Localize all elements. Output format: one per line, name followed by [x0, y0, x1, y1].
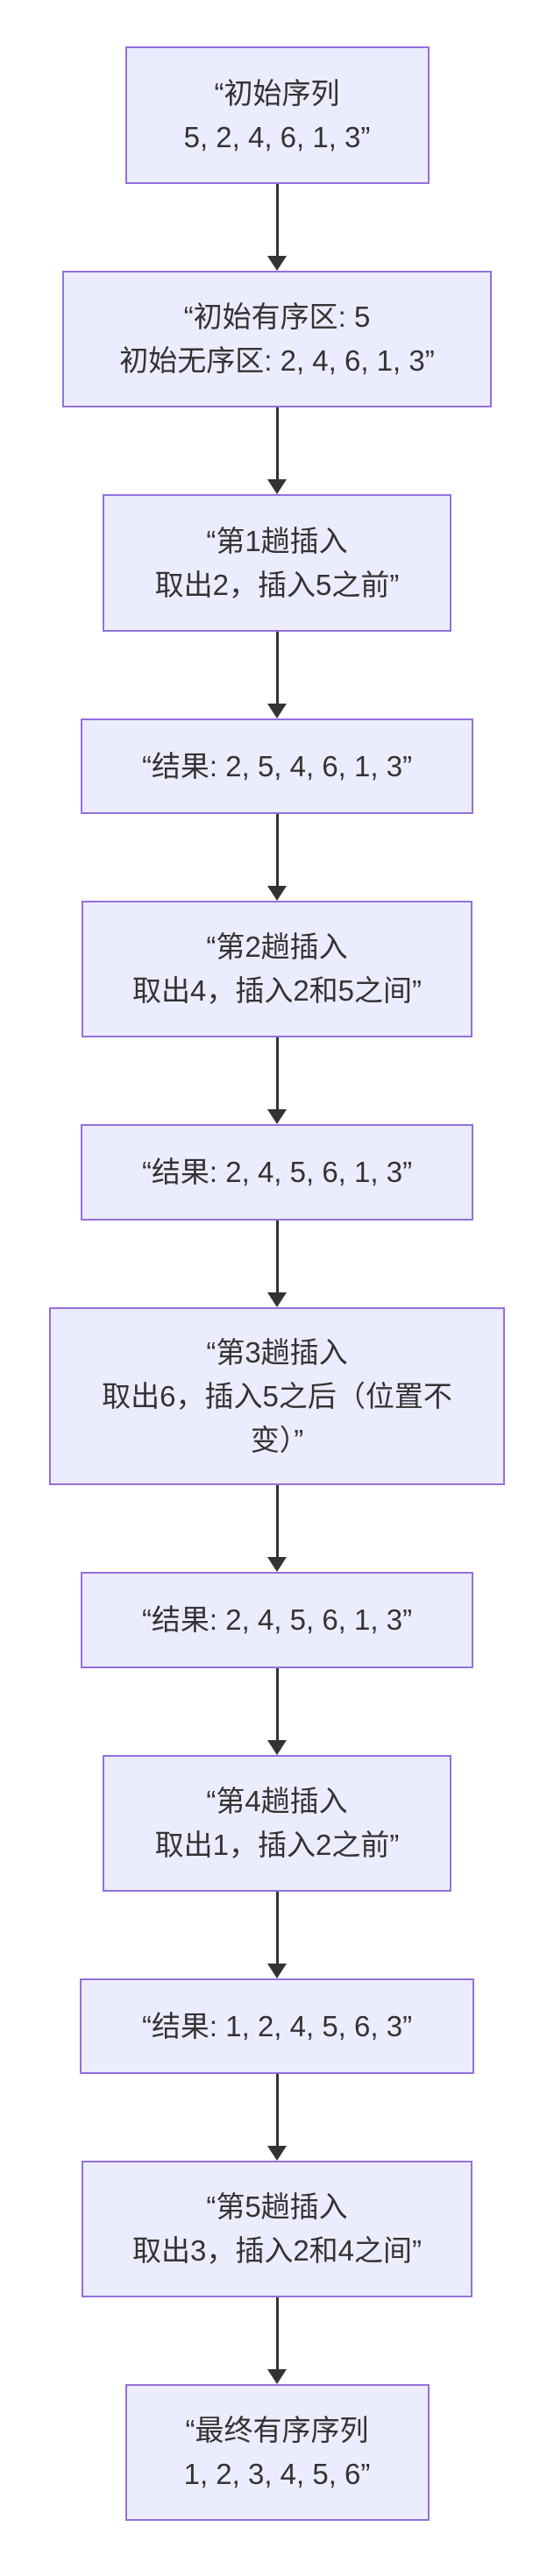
- arrow-line: [275, 814, 279, 886]
- arrow-line: [275, 184, 279, 256]
- node-text-line: “结果: 2, 4, 5, 6, 1, 3”: [141, 1156, 413, 1188]
- node-text-line: 变）”: [250, 1423, 304, 1456]
- node-text-line: “最终有序序列: [185, 2414, 369, 2446]
- node-text-line: “第3趟插入: [206, 1335, 348, 1369]
- arrow-connector: [267, 1485, 287, 1572]
- node-text-line: 取出3，插入2和4之间”: [131, 2234, 423, 2267]
- arrow-line: [275, 1668, 279, 1740]
- node-text-line: 取出2，插入5之前”: [154, 568, 400, 601]
- node-result-2: “结果: 2, 4, 5, 6, 1, 3”: [81, 1124, 473, 1221]
- arrowhead-icon: [267, 479, 287, 494]
- arrow-line: [275, 407, 279, 479]
- arrow-line: [275, 632, 279, 704]
- node-result-1: “结果: 2, 5, 4, 6, 1, 3”: [81, 718, 473, 814]
- arrowhead-icon: [267, 1557, 287, 1572]
- arrow-connector: [267, 1668, 287, 1755]
- arrow-line: [275, 1037, 279, 1109]
- arrow-connector: [267, 1892, 287, 1978]
- node-pass-5: “第5趟插入 取出3，插入2和4之间”: [82, 2161, 472, 2297]
- node-pass-3: “第3趟插入 取出6，插入5之后（位置不 变）”: [49, 1307, 505, 1485]
- node-pass-1: “第1趟插入 取出2，插入5之前”: [103, 494, 451, 632]
- arrowhead-icon: [267, 256, 287, 271]
- node-text-line: “第1趟插入: [206, 524, 348, 557]
- node-text-line: 取出4，插入2和5之间”: [131, 974, 423, 1007]
- arrow-connector: [267, 1037, 287, 1124]
- arrow-connector: [267, 2074, 287, 2161]
- arrow-line: [275, 2074, 279, 2146]
- node-text-line: “初始有序区: 5: [183, 301, 371, 333]
- arrow-line: [275, 1221, 279, 1292]
- node-text-line: “第5趟插入: [206, 2190, 348, 2223]
- arrow-connector: [267, 1221, 287, 1307]
- arrowhead-icon: [267, 886, 287, 901]
- node-text-line: “初始序列: [214, 76, 340, 110]
- node-text-line: “结果: 1, 2, 4, 5, 6, 3”: [141, 2009, 413, 2042]
- arrow-connector: [267, 814, 287, 901]
- node-text-line: 初始无序区: 2, 4, 6, 1, 3”: [119, 344, 435, 377]
- arrowhead-icon: [267, 2369, 287, 2384]
- node-text-line: “第2趟插入: [206, 931, 348, 963]
- node-text-line: “第4趟插入: [206, 1785, 348, 1817]
- arrowhead-icon: [267, 1109, 287, 1124]
- node-result-3: “结果: 2, 4, 5, 6, 1, 3”: [81, 1572, 473, 1668]
- node-final-sequence: “最终有序序列 1, 2, 3, 4, 5, 6”: [124, 2384, 430, 2521]
- arrowhead-icon: [267, 1740, 287, 1755]
- node-result-4: “结果: 1, 2, 4, 5, 6, 3”: [80, 1978, 474, 2074]
- arrow-line: [275, 1485, 279, 1557]
- node-pass-2: “第2趟插入 取出4，插入2和5之间”: [82, 901, 472, 1037]
- node-initial-partitions: “初始有序区: 5 初始无序区: 2, 4, 6, 1, 3”: [62, 271, 492, 407]
- arrowhead-icon: [267, 704, 287, 718]
- arrowhead-icon: [267, 1964, 287, 1978]
- node-text-line: 取出6，插入5之后（位置不: [102, 1379, 452, 1412]
- node-text-line: 取出1，插入2之前”: [154, 1829, 400, 1861]
- arrow-line: [275, 1892, 279, 1964]
- node-pass-4: “第4趟插入 取出1，插入2之前”: [103, 1755, 451, 1892]
- node-text-line: 1, 2, 3, 4, 5, 6”: [183, 2458, 371, 2490]
- arrowhead-icon: [267, 1292, 287, 1307]
- arrow-line: [275, 2297, 279, 2369]
- node-text-line: “结果: 2, 5, 4, 6, 1, 3”: [141, 749, 413, 782]
- arrow-connector: [267, 184, 287, 271]
- node-initial-sequence: “初始序列 5, 2, 4, 6, 1, 3”: [124, 46, 430, 184]
- arrow-connector: [267, 2297, 287, 2384]
- arrow-connector: [267, 632, 287, 718]
- node-text-line: “结果: 2, 4, 5, 6, 1, 3”: [141, 1603, 413, 1636]
- node-text-line: 5, 2, 4, 6, 1, 3”: [183, 120, 371, 153]
- arrow-connector: [267, 407, 287, 494]
- arrowhead-icon: [267, 2146, 287, 2161]
